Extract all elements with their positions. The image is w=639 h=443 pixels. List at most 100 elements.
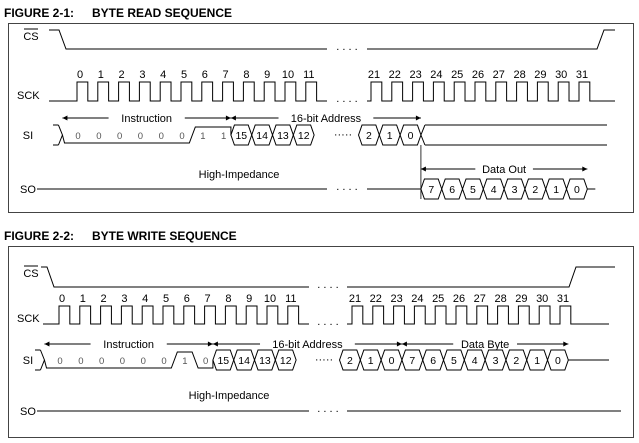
address-bit-label: 13 — [259, 355, 271, 367]
si-instruction-wave — [43, 351, 214, 369]
address-bit-label: 0 — [408, 130, 414, 142]
clock-number: 11 — [303, 69, 314, 81]
sck-label: SCK — [17, 90, 40, 102]
data-out-span-arrow-left — [420, 166, 426, 172]
cs-label: CS — [23, 31, 38, 43]
address-span-label: 16-bit Address — [272, 339, 343, 351]
data-byte-bit-label: 4 — [472, 355, 478, 367]
clock-number: 3 — [121, 293, 127, 305]
data-out-span-label: Data Out — [482, 164, 526, 176]
clock-number: 25 — [451, 69, 463, 81]
so-ellipsis: . . . . — [317, 403, 338, 415]
clock-number: 8 — [225, 293, 231, 305]
instruction-bit: 0 — [179, 131, 184, 142]
figure-2-2-name: BYTE WRITE SEQUENCE — [92, 229, 237, 243]
instruction-bit: 0 — [96, 131, 101, 142]
clock-number: 7 — [223, 69, 229, 81]
data-out-bit-label: 7 — [428, 184, 434, 196]
clock-number: 0 — [77, 69, 83, 81]
data-out-span-arrow-right — [582, 166, 588, 172]
instruction-bit: 0 — [75, 131, 80, 142]
data-out-bit-label: 4 — [491, 184, 497, 196]
address-bit-label: 13 — [277, 130, 289, 142]
clock-number: 9 — [246, 293, 252, 305]
si-tail-cross-bottom — [420, 134, 426, 146]
clock-number: 27 — [493, 69, 505, 81]
address-bit-label: 2 — [347, 355, 353, 367]
instruction-bit: 0 — [161, 356, 166, 367]
address-bit-label: 12 — [298, 130, 310, 142]
address-bit-label: 1 — [368, 355, 374, 367]
clock-number: 10 — [282, 69, 294, 81]
instruction-span-arrow-left — [44, 341, 50, 347]
sck-ellipsis: . . . . — [336, 93, 357, 105]
address-span-arrow-right — [396, 341, 402, 347]
address-span-arrow-left — [212, 341, 218, 347]
address-bit-label: 15 — [235, 130, 247, 142]
data-out-bit-label: 2 — [532, 184, 538, 196]
cs-wave-right — [367, 29, 615, 50]
clock-number: 4 — [142, 293, 148, 305]
address-span-label: 16-bit Address — [291, 113, 362, 125]
address-span-arrow-left — [230, 115, 236, 121]
high-impedance-label: High-Impedance — [189, 390, 270, 402]
clock-number: 31 — [557, 293, 569, 305]
instruction-bit: 0 — [138, 131, 143, 142]
cs-ellipsis: . . . . — [317, 279, 338, 291]
address-bit-outline — [292, 124, 315, 146]
sck-ellipsis: . . . . — [317, 316, 338, 328]
instruction-span-arrow-right — [207, 341, 213, 347]
instruction-bit: 0 — [120, 356, 125, 367]
address-bit-label: 0 — [389, 355, 395, 367]
instruction-bit: 0 — [141, 356, 146, 367]
clock-number: 28 — [494, 293, 506, 305]
instruction-bit: 0 — [117, 131, 122, 142]
high-impedance-label: High-Impedance — [199, 169, 280, 181]
clock-number: 7 — [205, 293, 211, 305]
instruction-bit: 0 — [203, 356, 208, 367]
data-byte-bit-label: 2 — [513, 355, 519, 367]
data-byte-bit-label: 6 — [430, 355, 436, 367]
si-ellipsis: ····· — [315, 354, 333, 366]
instruction-bit: 0 — [57, 356, 62, 367]
clock-number: 26 — [453, 293, 465, 305]
clock-number: 1 — [80, 293, 86, 305]
address-bit-outline — [274, 349, 297, 371]
cs-ellipsis: . . . . — [336, 41, 357, 53]
address-bit-label: 15 — [217, 355, 229, 367]
clock-number: 5 — [181, 69, 187, 81]
instruction-bit: 0 — [159, 131, 164, 142]
clock-number: 31 — [576, 69, 588, 81]
address-bit-label: 14 — [238, 355, 250, 367]
clock-number: 29 — [515, 293, 527, 305]
clock-number: 22 — [389, 69, 401, 81]
data-byte-span-arrow-right — [563, 341, 569, 347]
instruction-bit: 1 — [200, 131, 205, 142]
clock-number: 27 — [474, 293, 486, 305]
clock-number: 23 — [390, 293, 402, 305]
si-cross — [57, 124, 63, 146]
clock-number: 21 — [349, 293, 361, 305]
data-out-bit-label: 0 — [574, 184, 580, 196]
clock-number: 22 — [370, 293, 382, 305]
address-bit-label: 12 — [280, 355, 292, 367]
data-byte-bit-label: 7 — [409, 355, 415, 367]
si-label: SI — [23, 355, 33, 367]
instruction-bit: 0 — [78, 356, 83, 367]
clock-number: 6 — [202, 69, 208, 81]
so-ellipsis: . . . . — [336, 181, 357, 193]
clock-number: 21 — [368, 69, 380, 81]
data-byte-bit-label: 1 — [534, 355, 540, 367]
address-span-arrow-right — [415, 115, 421, 121]
clock-number: 29 — [534, 69, 546, 81]
clock-number: 1 — [98, 69, 104, 81]
clock-number: 28 — [513, 69, 525, 81]
instruction-span-arrow-left — [62, 115, 68, 121]
figure-2-1-number: FIGURE 2-1: — [4, 6, 75, 20]
so-label: SO — [20, 406, 36, 418]
data-out-bit-label: 6 — [449, 184, 455, 196]
clock-number: 30 — [555, 69, 567, 81]
clock-number: 6 — [184, 293, 190, 305]
sck-wave-right — [367, 81, 615, 102]
